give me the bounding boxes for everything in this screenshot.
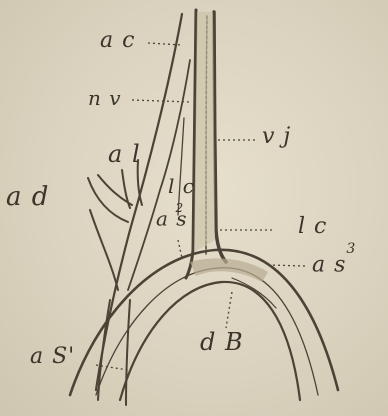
label-dB: d B: [200, 330, 244, 354]
arch-band: [232, 278, 276, 308]
label-al: a l: [108, 142, 141, 166]
leader-as2: [178, 240, 182, 258]
label-as3-sup: 3: [346, 241, 356, 257]
label-nv: n v: [88, 88, 122, 108]
leader-nv: [132, 100, 190, 102]
label-vj: v j: [262, 126, 291, 148]
label-ac: a c: [100, 30, 135, 52]
leader-as3: [268, 265, 305, 266]
label-as3-text: a s: [312, 252, 346, 277]
trunk-fill: [194, 12, 215, 252]
lower-left-vessel-2: [126, 300, 130, 405]
label-as1: a S': [30, 346, 75, 368]
label-lc-right: l c: [298, 216, 327, 238]
lower-left-vessel: [98, 300, 110, 400]
label-as2-sup: 2: [176, 201, 185, 215]
left-artery-outer: [96, 14, 182, 390]
label-ad: a d: [6, 184, 49, 210]
trunk-right-edge: [214, 12, 226, 262]
branch-ad-1: [88, 178, 128, 222]
arch-shade: [190, 258, 268, 282]
leader-dB: [226, 292, 232, 328]
label-lc-inner: l c: [168, 176, 195, 196]
label-as2: a s2: [156, 208, 196, 229]
label-as3: a s3: [312, 252, 356, 276]
branch-ad-lower: [90, 210, 118, 290]
